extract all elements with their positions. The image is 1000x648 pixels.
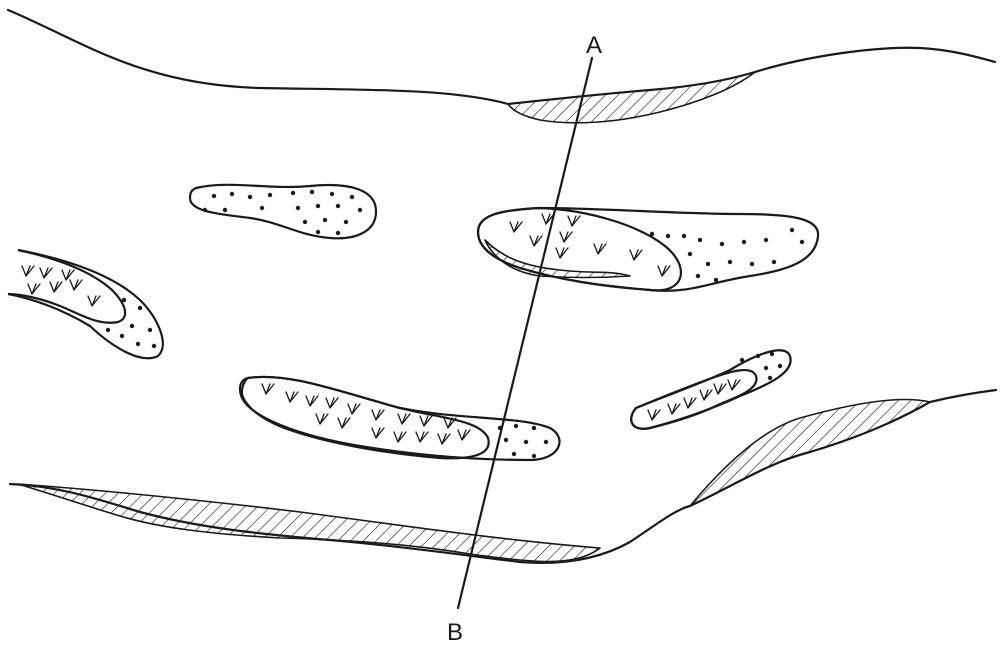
- lower-bank: [8, 388, 998, 564]
- lower-bank-hatched-deposit-left: [17, 483, 601, 563]
- island-center-right-hatched: [484, 239, 631, 279]
- island-left-edge-grass: [21, 265, 101, 307]
- island-lower-center: [238, 375, 561, 462]
- island-lower-center-dots: [497, 423, 549, 459]
- upper-bank: [6, 8, 997, 124]
- section-label-b: B: [447, 619, 463, 646]
- section-line: [456, 56, 594, 610]
- island-center-right-dots: [649, 227, 805, 283]
- island-lower-right-grass: [647, 379, 741, 421]
- upper-bank-line: [6, 8, 997, 106]
- island-lower-center-grass: [261, 383, 471, 445]
- upper-bank-hatched-deposit: [507, 71, 756, 124]
- cross-section-line-ab: A B: [447, 32, 602, 646]
- sand-bar-upper-left: [188, 183, 378, 240]
- sand-bar-upper-left-dots: [202, 189, 363, 236]
- island-lower-right: [630, 349, 792, 430]
- lower-bank-line: [8, 388, 998, 564]
- section-label-a: A: [586, 32, 602, 59]
- island-left-edge: [7, 248, 164, 360]
- island-center-right: [476, 206, 820, 292]
- island-left-edge-dots: [105, 297, 157, 349]
- island-lower-right-dots: [739, 351, 783, 381]
